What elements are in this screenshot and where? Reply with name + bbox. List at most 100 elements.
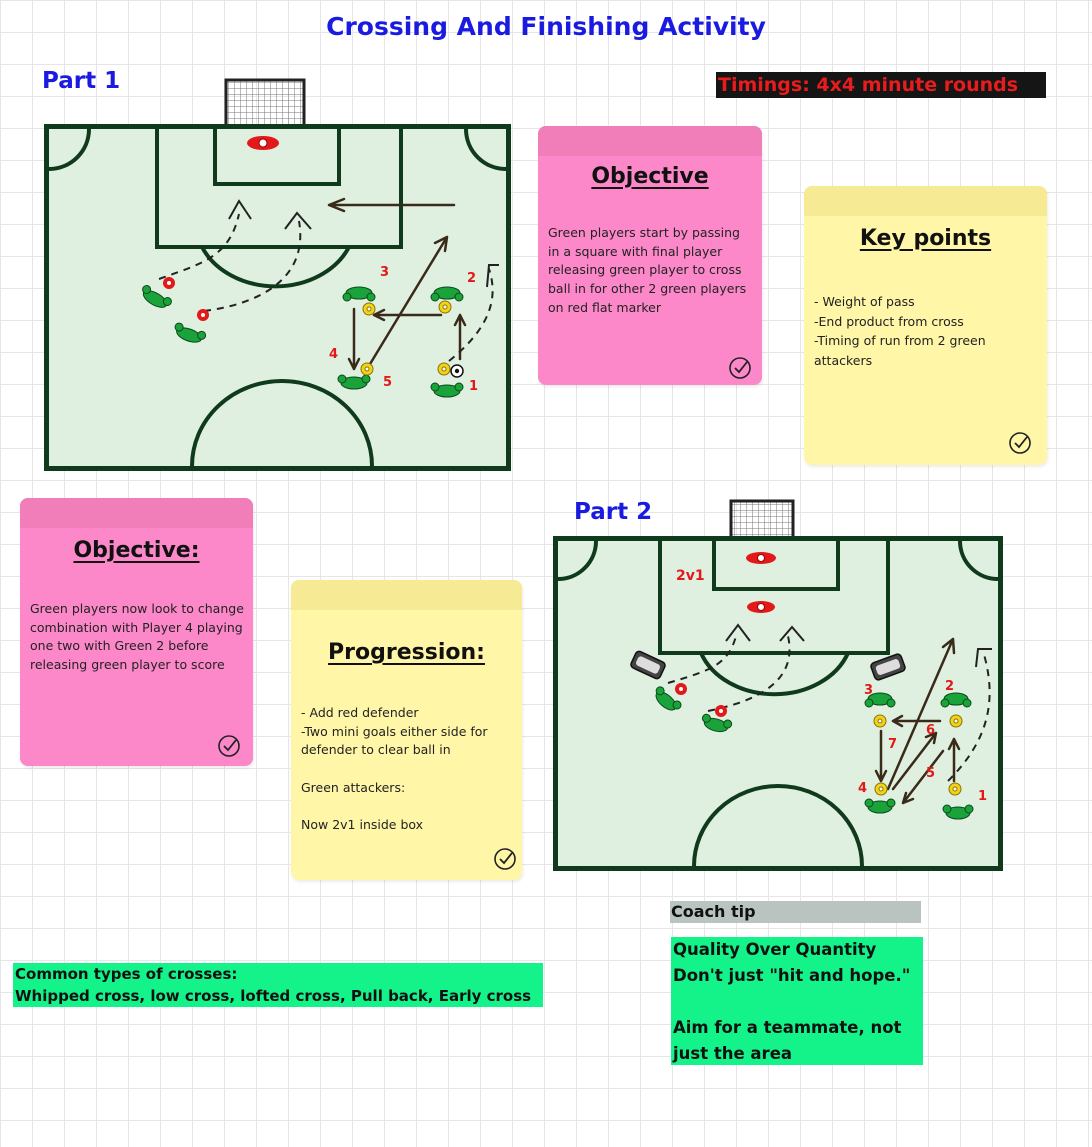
- part1-player-number-3: 3: [380, 265, 390, 280]
- part2-green-player-3: [864, 692, 896, 708]
- part2-green-attacker-2: [701, 713, 733, 733]
- part1-green-player-2: [430, 286, 464, 302]
- part2-player-number-4: 4: [858, 781, 868, 796]
- corner-arc-left: [48, 128, 91, 171]
- centre-circle: [692, 784, 864, 867]
- part2-player-number-5: 5: [926, 766, 936, 781]
- objective-heading: Objective: [591, 164, 709, 189]
- coach-tip-body: Quality Over Quantity Don't just "hit an…: [671, 937, 923, 1065]
- part1-player-number-4: 4: [329, 347, 339, 362]
- part2-cone-3: [873, 714, 887, 728]
- part2-red-defender: [747, 601, 775, 613]
- part1-arrow-2-3: [372, 308, 443, 322]
- part2-mini-goal-left: [630, 650, 666, 680]
- part1-green-attacker-2: [174, 322, 207, 343]
- part1-red-marker-1: [163, 277, 175, 289]
- part2-green-player-1: [942, 804, 974, 820]
- part1-cone-2: [438, 300, 452, 314]
- part2-cross-run-right: [947, 650, 991, 782]
- checkmark-icon: [1009, 432, 1031, 454]
- part2-cone-2: [949, 714, 963, 728]
- part2-cone-4: [874, 782, 888, 796]
- part1-arrow-3-4: [347, 307, 361, 371]
- corner-arc-left: [557, 540, 598, 581]
- part1-cone-3: [362, 302, 376, 316]
- objective2-note: Objective: Green players now look to cha…: [20, 498, 253, 766]
- part2-mini-goal-right: [870, 653, 906, 681]
- part1-pass-arrow-top: [327, 197, 456, 213]
- corner-arc-right: [958, 540, 999, 581]
- part1-player-number-5: 5: [383, 375, 393, 390]
- part1-cone-4: [360, 362, 374, 376]
- part1-player-number-2: 2: [467, 271, 477, 286]
- part2-goal-net: [729, 499, 795, 540]
- part1-run-left: [158, 213, 240, 280]
- objective2-heading: Objective:: [73, 538, 200, 563]
- penalty-box: [658, 541, 890, 655]
- progression-body: - Add red defender -Two mini goals eithe…: [301, 705, 488, 833]
- keypoints-body: - Weight of pass -End product from cross…: [814, 294, 986, 368]
- keypoints-heading: Key points: [859, 226, 992, 251]
- part1-run-arrowhead-3: [486, 264, 499, 288]
- part1-goal-net: [224, 78, 306, 128]
- crosses-box: Common types of crosses: Whipped cross, …: [13, 963, 543, 1007]
- part2-red-marker-2: [715, 705, 727, 717]
- part2-run-arrowhead-2: [779, 625, 805, 642]
- part2-green-player-2: [940, 692, 972, 708]
- part1-red-marker-2: [197, 309, 209, 321]
- part2-player-number-7: 7: [888, 737, 898, 752]
- penalty-arc: [699, 652, 850, 697]
- penalty-box: [155, 129, 403, 249]
- part2-arrow-2-3: [891, 714, 942, 728]
- part1-green-player-4: [337, 374, 371, 390]
- objective2-body: Green players now look to change combina…: [30, 601, 244, 673]
- part1-green-player-1: [430, 382, 464, 398]
- part2-green-player-4: [864, 798, 896, 814]
- part1-run-center: [203, 220, 302, 312]
- part2-player-number-6: 6: [926, 723, 936, 738]
- part2-pitch: 2v1 3 2 6 7 5 4 1: [553, 536, 1003, 871]
- six-yard-box: [213, 129, 341, 186]
- checkmark-icon: [729, 357, 751, 379]
- progression-heading: Progression:: [328, 640, 485, 665]
- part1-green-attacker-1: [142, 285, 172, 308]
- part1-long-pass-arrow: [365, 235, 449, 371]
- part2-player-number-2: 2: [945, 679, 955, 694]
- part2-arrow-5: [901, 749, 945, 805]
- part2-run-left: [667, 635, 737, 684]
- part1-run-arrowhead-2: [284, 211, 312, 230]
- checkmark-icon: [218, 735, 240, 757]
- progression-note: Progression: - Add red defender -Two min…: [291, 580, 522, 880]
- part2-green-attacker-1: [655, 686, 682, 711]
- part2-player-number-1: 1: [978, 789, 988, 804]
- part2-cone-1: [948, 782, 962, 796]
- coach-tip-label: Coach tip: [670, 901, 921, 923]
- part2-run-arrowhead-3: [975, 648, 992, 668]
- objective-note: Objective Green players start by passing…: [538, 126, 762, 385]
- part2-run-arrowhead-1: [725, 623, 751, 642]
- part2-player-number-3: 3: [864, 683, 874, 698]
- part2-long-pass-arrow: [886, 637, 956, 791]
- part1-ball-icon: [450, 364, 464, 378]
- part1-run-arrowhead-1: [228, 199, 252, 220]
- part2-red-marker-1: [675, 683, 687, 695]
- part1-cone-1: [437, 362, 451, 376]
- part2-red-goalkeeper: [746, 552, 776, 564]
- crosses-heading: Common types of crosses:: [15, 965, 238, 983]
- page-title: Crossing And Finishing Activity: [326, 12, 766, 41]
- part1-player-number-1: 1: [469, 379, 479, 394]
- timings-banner: Timings: 4x4 minute rounds: [716, 72, 1046, 98]
- part1-pitch: 3 2 4 5 1: [44, 124, 511, 471]
- part2-2v1-badge: 2v1: [676, 568, 705, 584]
- part2-arrow-6: [891, 731, 938, 791]
- part1-label: Part 1: [42, 68, 121, 94]
- checkmark-icon: [494, 848, 516, 870]
- crosses-list: Whipped cross, low cross, lofted cross, …: [15, 987, 532, 1005]
- part1-green-player-3: [342, 286, 376, 302]
- part2-run-center: [707, 635, 791, 712]
- keypoints-note: Key points - Weight of pass -End product…: [804, 186, 1047, 465]
- objective-body: Green players start by passing in a squa…: [548, 225, 747, 315]
- part2-arrow-1-2: [947, 737, 961, 783]
- part1-red-goalkeeper: [247, 136, 279, 150]
- part1-cross-run-right: [448, 268, 494, 362]
